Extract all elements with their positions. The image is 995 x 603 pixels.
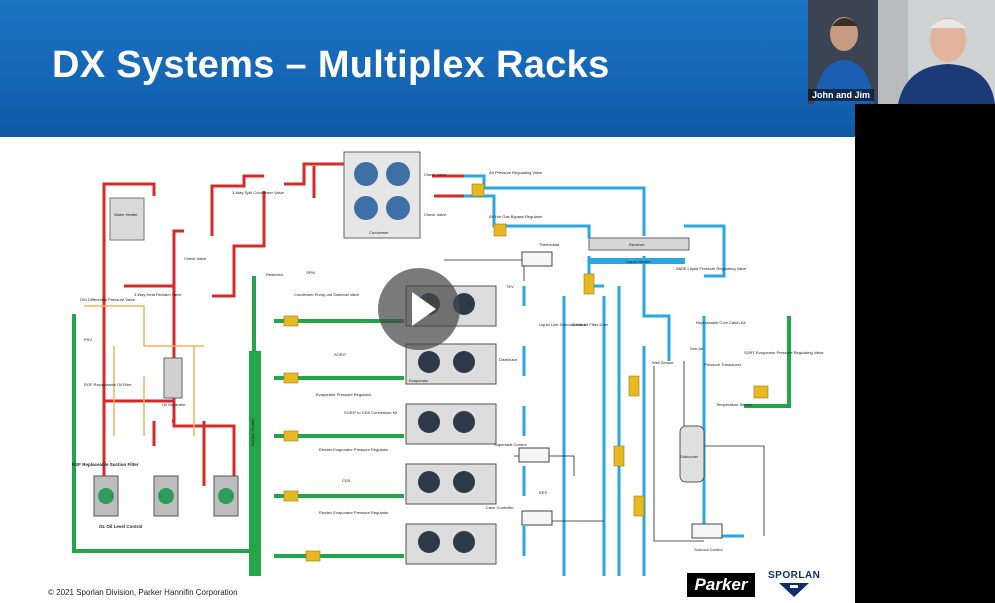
webcam-tile-presenter-1[interactable] <box>808 0 878 104</box>
svg-text:RSF Replaceable Suction Filter: RSF Replaceable Suction Filter <box>72 462 139 467</box>
sporlan-logo: SPORLAN <box>768 570 820 602</box>
svg-text:Restrictor: Restrictor <box>266 272 284 277</box>
svg-text:Catch-All Filter-Drier: Catch-All Filter-Drier <box>572 322 609 327</box>
svg-text:Case Controller: Case Controller <box>486 505 514 510</box>
svg-text:Thermostat: Thermostat <box>539 242 560 247</box>
presentation-slide: DX Systems – Multiplex Racks Water Heate… <box>0 0 855 603</box>
water-heater: Water Heater <box>109 197 145 241</box>
svg-text:Pressure Transducer: Pressure Transducer <box>704 362 742 367</box>
svg-text:A9 Pressure Regulating Valve: A9 Pressure Regulating Valve <box>489 170 543 175</box>
svg-text:OilJ Differential Pressure Val: OilJ Differential Pressure Valve <box>80 297 136 302</box>
svg-text:Oil Separator: Oil Separator <box>162 402 186 407</box>
svg-text:TEV: TEV <box>506 284 514 289</box>
oil-lines <box>84 305 204 436</box>
svg-text:Check Valve: Check Valve <box>184 256 207 261</box>
svg-text:A8DE Liquid Pressure Regulatin: A8DE Liquid Pressure Regulating Valve <box>676 266 747 271</box>
condenser-unit: Condenser <box>343 151 421 239</box>
svg-text:Evaporator: Evaporator <box>409 378 429 383</box>
svg-text:Subcool Control: Subcool Control <box>694 547 723 552</box>
svg-text:PSV: PSV <box>84 337 92 342</box>
electronic-controllers <box>518 251 723 539</box>
svg-text:3-Way Heat Reclaim Valve: 3-Way Heat Reclaim Valve <box>134 292 182 297</box>
svg-text:SORIT to CDS Conversion Kit: SORIT to CDS Conversion Kit <box>344 410 398 415</box>
copyright-notice: © 2021 Sporlan Division, Parker Hannifin… <box>48 588 238 597</box>
webcam-tile-presenter-2[interactable] <box>878 0 995 104</box>
svg-text:SDRT Evaporator Pressure Regul: SDRT Evaporator Pressure Regulating Valv… <box>744 350 824 355</box>
discharge-lines <box>102 162 464 486</box>
person-silhouette-icon <box>878 0 995 104</box>
slide-title-banner: DX Systems – Multiplex Racks <box>0 0 855 137</box>
webcam-name-label: John and Jim <box>808 89 875 101</box>
oil-separator: Oil Separator <box>162 357 186 407</box>
svg-text:Condenser Pump-out Solenoid Va: Condenser Pump-out Solenoid Valve <box>294 292 360 297</box>
svg-text:Well Sensor: Well Sensor <box>652 360 674 365</box>
svg-text:EEV: EEV <box>539 490 547 495</box>
svg-text:Check Valve: Check Valve <box>424 172 447 177</box>
svg-text:Water Heater: Water Heater <box>114 212 138 217</box>
brass-valves <box>283 183 769 562</box>
svg-text:3-Way Split Condenser Valve: 3-Way Split Condenser Valve <box>232 190 285 195</box>
svg-text:OL Oil Level Control: OL Oil Level Control <box>99 524 142 529</box>
receiver: Receiver <box>588 237 690 251</box>
svg-text:See-All: See-All <box>690 346 703 351</box>
sporlan-logo-text: SPORLAN <box>768 570 821 581</box>
slide-title: DX Systems – Multiplex Racks <box>52 44 610 86</box>
svg-text:Receiver: Receiver <box>629 242 645 247</box>
play-icon <box>412 292 436 326</box>
svg-text:Suction Header: Suction Header <box>250 418 255 446</box>
refrigeration-system-diagram: Water Heater Condenser <box>72 151 824 576</box>
svg-text:ROF Replaceable Oil Filter: ROF Replaceable Oil Filter <box>84 382 132 387</box>
svg-text:CDS: CDS <box>342 478 351 483</box>
diagram-labels: Check Valve Check Valve Check Valve A9 P… <box>80 170 824 552</box>
svg-text:SORIT: SORIT <box>334 352 347 357</box>
sporlan-mark-icon <box>779 583 809 597</box>
svg-text:Electric Evaporator Pressure R: Electric Evaporator Pressure Regulator <box>319 447 389 452</box>
compressors: RSF Replaceable Suction Filter OL Oil Le… <box>72 462 239 529</box>
svg-text:Check Valve: Check Valve <box>424 212 447 217</box>
svg-text:Condenser: Condenser <box>369 230 389 235</box>
svg-text:Evaporator Pressure Regulator: Evaporator Pressure Regulator <box>316 392 372 397</box>
svg-text:A9 Hot Gas Bypass Regulator: A9 Hot Gas Bypass Regulator <box>489 214 543 219</box>
svg-text:Subcooler: Subcooler <box>680 454 699 459</box>
svg-text:Superheat Control: Superheat Control <box>494 442 527 447</box>
svg-text:Liquid Line Solenoid Valve: Liquid Line Solenoid Valve <box>539 322 587 327</box>
subcooler: Subcooler <box>679 425 705 483</box>
svg-text:Electric Evaporator Pressure R: Electric Evaporator Pressure Regulator <box>319 510 389 515</box>
svg-text:Temperature Sensor: Temperature Sensor <box>716 402 753 407</box>
suction-header: Suction Header <box>249 351 261 576</box>
svg-text:Liquid Header: Liquid Header <box>626 259 652 264</box>
liquid-header: Liquid Header <box>589 258 685 264</box>
play-button[interactable] <box>378 268 460 350</box>
svg-text:Replaceable Core Catch-All: Replaceable Core Catch-All <box>696 320 745 325</box>
svg-text:Distributor: Distributor <box>499 357 518 362</box>
parker-logo: Parker <box>687 573 755 597</box>
svg-text:SPM: SPM <box>306 270 315 275</box>
